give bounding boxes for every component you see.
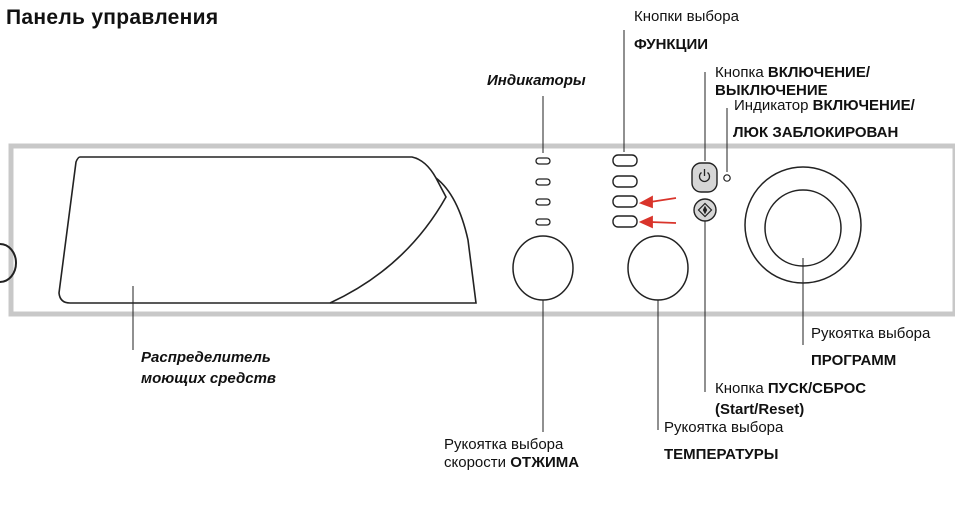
temperature-knob	[627, 235, 689, 301]
start-reset-button	[693, 198, 717, 222]
power-indicator-light	[723, 174, 731, 182]
red-arrows	[638, 195, 677, 229]
program-knob	[744, 166, 862, 284]
function-buttons-label-line2: ФУНКЦИИ	[634, 36, 709, 53]
function-button	[612, 175, 638, 188]
start-button-label-line1: Кнопка ПУСК/СБРОС	[715, 380, 867, 397]
power-indicator-label-line1: Индикатор ВКЛЮЧЕНИЕ/	[734, 97, 915, 114]
indicator-lamps	[535, 157, 551, 226]
start-diamond-icon	[697, 202, 713, 218]
panel-frame	[8, 143, 955, 317]
function-buttons	[612, 154, 638, 228]
indicators-label: Индикаторы	[487, 72, 586, 89]
spin-knob-label-line1: Рукоятка выбора	[444, 436, 564, 453]
detergent-dispenser	[58, 156, 477, 304]
indicator-lamp	[535, 218, 551, 226]
function-button	[612, 195, 638, 208]
edge-knob	[0, 243, 17, 283]
program-knob-label-line1: Рукоятка выбора	[811, 325, 931, 342]
detergent-dispenser-label-line2: моющих средств	[141, 370, 276, 387]
temperature-knob-label-line2: ТЕМПЕРАТУРЫ	[664, 446, 779, 463]
power-indicator-label-line2: ЛЮК ЗАБЛОКИРОВАН	[733, 124, 899, 141]
indicator-lamp	[535, 178, 551, 186]
spin-speed-knob	[512, 235, 574, 301]
start-button-label-line2: (Start/Reset)	[715, 401, 805, 418]
leader-lines	[132, 30, 804, 432]
spin-knob-label-line2: скорости ОТЖИМА	[444, 454, 580, 471]
function-button	[612, 215, 638, 228]
power-button-label-line1: Кнопка ВКЛЮЧЕНИЕ/	[715, 64, 871, 81]
detergent-dispenser-label-line1: Распределитель	[141, 349, 271, 366]
indicator-lamp	[535, 198, 551, 206]
power-button-label-line2: ВЫКЛЮЧЕНИЕ	[715, 82, 828, 99]
power-button	[691, 162, 718, 193]
power-icon	[698, 169, 711, 183]
indicator-lamp	[535, 157, 551, 165]
page-title: Панель управления	[6, 6, 219, 29]
program-knob-label-line2: ПРОГРАММ	[811, 352, 897, 369]
function-buttons-label-line1: Кнопки выбора	[634, 8, 739, 25]
function-button	[612, 154, 638, 167]
temperature-knob-label-line1: Рукоятка выбора	[664, 419, 784, 436]
